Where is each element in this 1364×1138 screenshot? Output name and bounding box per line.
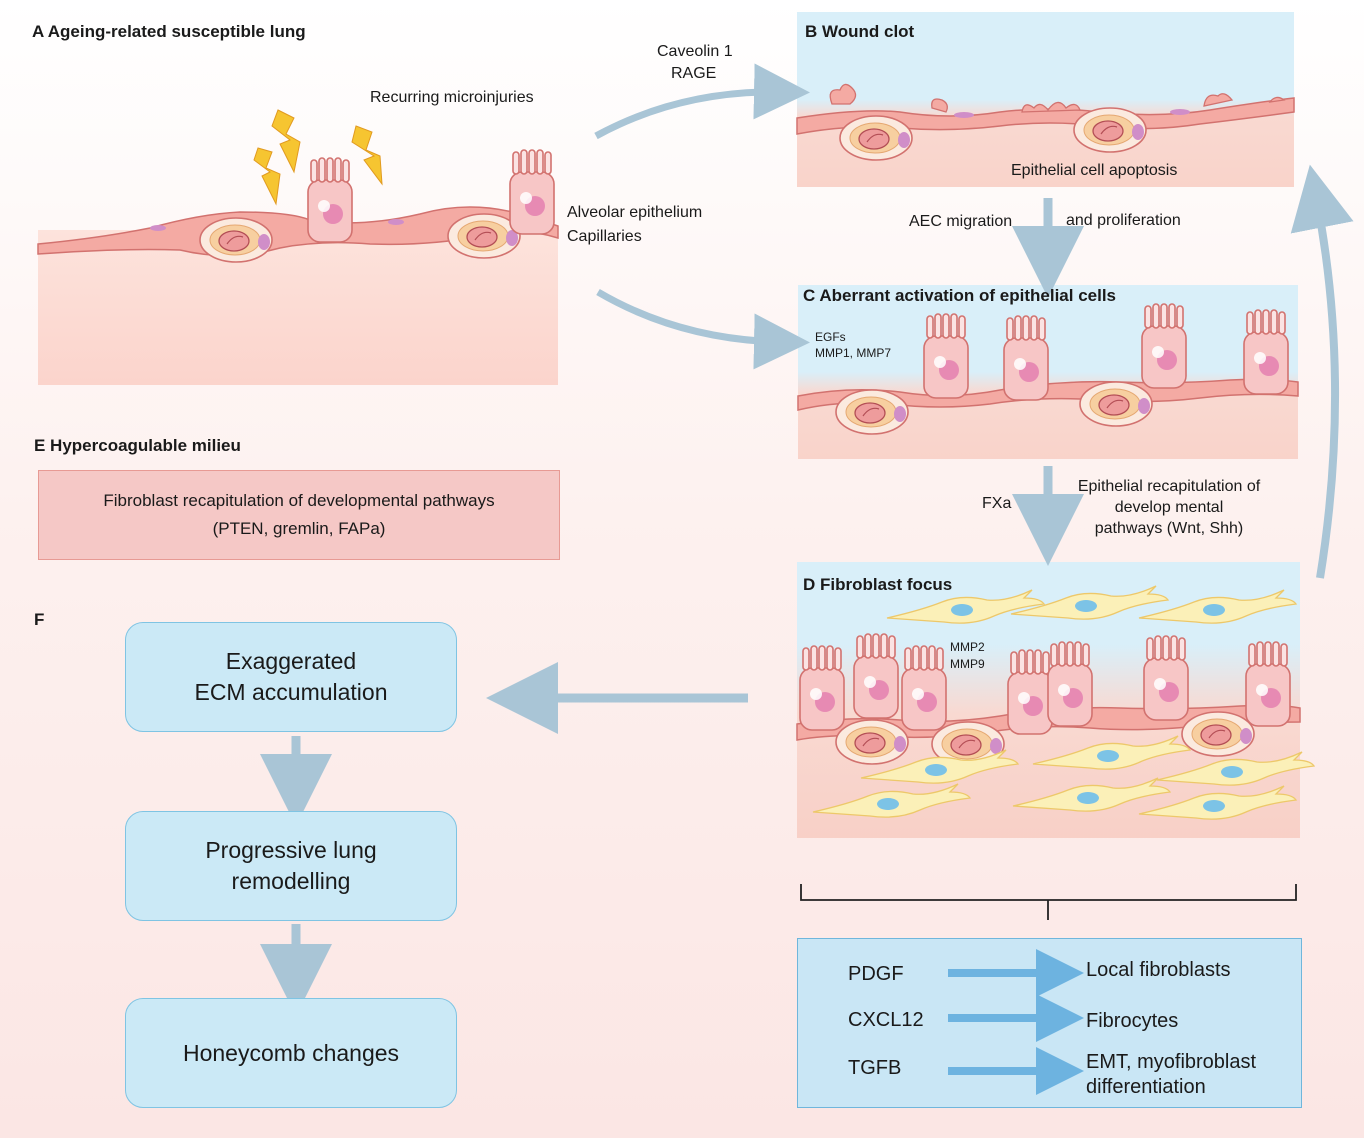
panel-a-title: A Ageing-related susceptible lung [32,22,306,41]
signal-factor-tgfb: TGFB [848,1057,902,1079]
panel-d-title: D Fibroblast focus [803,575,953,594]
panel-e-line-2: (PTEN, gremlin, FAPa) [212,519,386,538]
mmp1-mmp7-label: MMP1, MMP7 [815,346,892,360]
proliferation-label: and proliferation [1066,212,1181,229]
panel-c-title: C Aberrant activation of epithelial cell… [803,286,1117,305]
signal-target-local-fibroblasts: Local fibroblasts [1086,958,1231,983]
signal-arrows [948,949,1084,1095]
signal-target-emt: EMT, myofibroblast differentiation [1086,1050,1256,1100]
fxa-label: FXa [982,495,1012,512]
egfs-label: EGFs [815,330,846,344]
signal-target-fibrocytes: Fibrocytes [1086,1009,1178,1034]
ecm-accumulation-box: Exaggerated ECM accumulation [125,622,457,732]
signalling-box: PDGF CXCL12 TGFB Local fibroblasts Fibro… [797,938,1302,1108]
target-pdgf-line-1: Local fibroblasts [1086,959,1231,981]
hypercoagulable-box: Fibroblast recapitulation of development… [38,470,560,560]
signal-factor-pdgf: PDGF [848,963,904,985]
mmp2-label: MMP2 [950,640,985,654]
recap-line-3: pathways (Wnt, Shh) [1094,520,1244,537]
target-cxcl12-line-1: Fibrocytes [1086,1010,1179,1032]
alveolar-epithelium-label: Alveolar epithelium [567,204,703,221]
panel-e-line-1: Fibroblast recapitulation of development… [103,491,495,510]
honeycomb-label: Honeycomb changes [182,1039,400,1066]
remodelling-line-2: remodelling [231,868,351,894]
target-tgfb-line-2: differentiation [1086,1076,1206,1098]
target-tgfb-line-1: EMT, myofibroblast [1086,1051,1257,1073]
rage-label: RAGE [671,65,717,82]
lung-remodelling-box: Progressive lung remodelling [125,811,457,921]
signal-factor-cxcl12: CXCL12 [848,1009,924,1031]
apoptosis-label: Epithelial cell apoptosis [1011,162,1178,179]
recap-line-1: Epithelial recapitulation of [1077,478,1261,495]
epithelial-recapitulation-label: Epithelial recapitulation of develop men… [1064,476,1274,539]
honeycomb-box: Honeycomb changes [125,998,457,1108]
ecm-line-1: Exaggerated [225,648,357,674]
recap-line-2: develop mental [1114,499,1224,516]
panel-b-title: B Wound clot [805,22,915,41]
mmp9-label: MMP9 [950,657,985,671]
aec-migration-label: AEC migration [909,213,1013,230]
ecm-line-2: ECM accumulation [194,679,388,705]
caveolin-label: Caveolin 1 [657,43,733,60]
capillaries-label: Capillaries [567,228,642,245]
panel-e-title: E Hypercoagulable milieu [34,436,241,455]
remodelling-line-1: Progressive lung [205,837,377,863]
recurring-microinjuries-label: Recurring microinjuries [370,89,534,106]
panel-f-title: F [34,610,45,629]
